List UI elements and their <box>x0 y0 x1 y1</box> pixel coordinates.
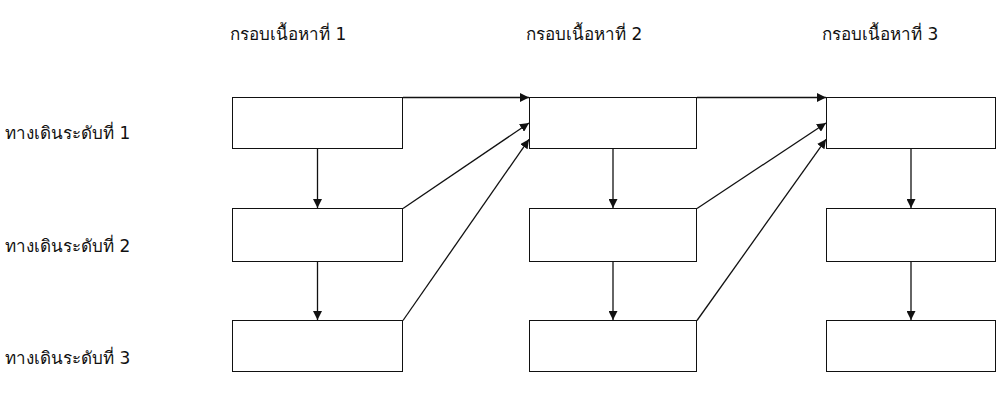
flow-arrow <box>910 149 911 208</box>
flow-arrow <box>910 262 911 320</box>
content-box <box>232 320 403 372</box>
content-box <box>232 97 403 149</box>
flow-arrow <box>612 149 613 208</box>
content-box <box>826 208 996 262</box>
content-box <box>826 320 996 372</box>
flow-arrow <box>317 262 318 320</box>
content-box <box>232 208 403 262</box>
flow-arrow <box>697 97 826 98</box>
flow-arrow <box>317 149 318 208</box>
column-heading: กรอบเนื้อหาที่ 2 <box>526 24 642 44</box>
row-label: ทางเดินระดับที่ 2 <box>5 236 130 256</box>
content-box <box>529 208 697 262</box>
flow-arrow <box>612 262 613 320</box>
column-heading: กรอบเนื้อหาที่ 3 <box>822 24 938 44</box>
row-label: ทางเดินระดับที่ 3 <box>5 348 130 368</box>
flow-arrow <box>403 97 529 98</box>
row-label: ทางเดินระดับที่ 1 <box>5 123 130 143</box>
content-box <box>529 320 697 372</box>
content-box <box>826 97 996 149</box>
column-heading: กรอบเนื้อหาที่ 1 <box>230 24 346 44</box>
content-box <box>529 97 697 149</box>
flow-arrow <box>697 139 826 320</box>
flow-arrow <box>403 139 529 320</box>
